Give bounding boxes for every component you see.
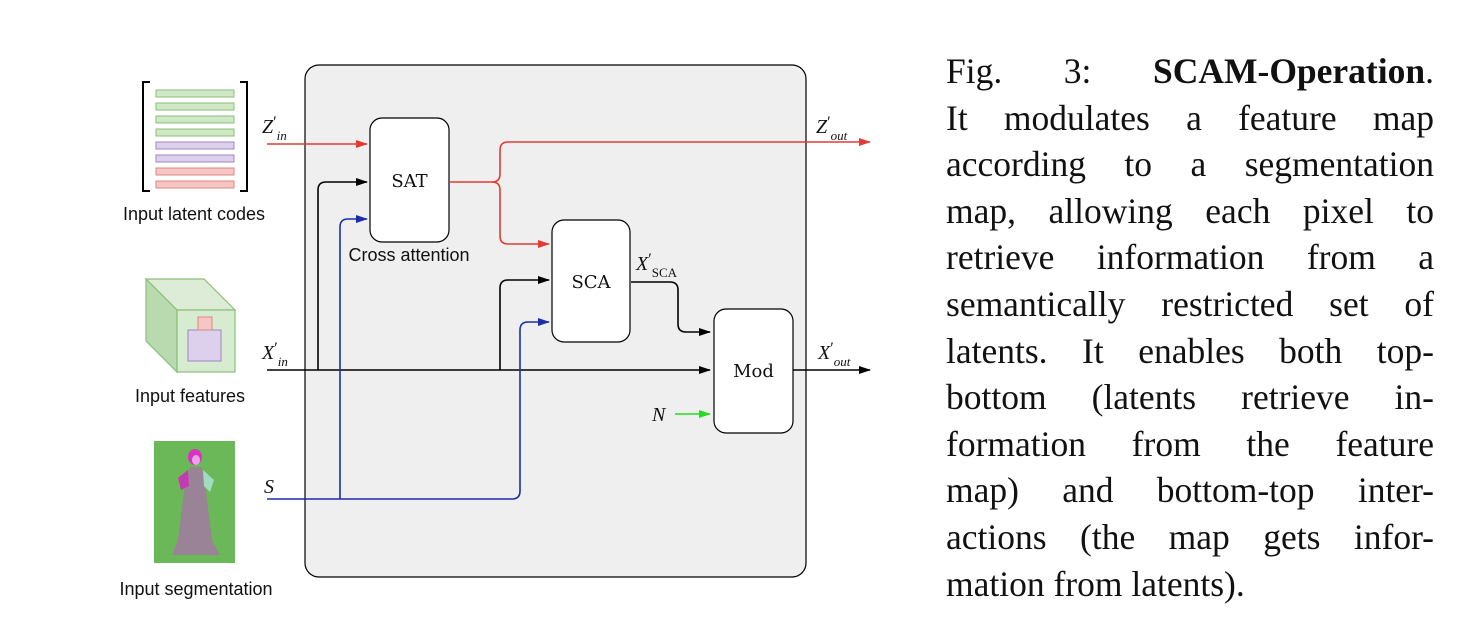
x-in-label: X′in <box>261 340 288 369</box>
caption-line: map) and bottom-top inter- <box>946 470 1434 511</box>
segmentation-symbol-label: S <box>264 476 274 498</box>
caption-heading: Fig. 3: SCAM-Operation. <box>946 51 1434 91</box>
s-to-sat-line <box>339 215 368 499</box>
mod-block <box>713 308 794 434</box>
sca-block <box>551 219 631 343</box>
z-in-label: Z′in <box>262 114 287 143</box>
caption-line: It modulates a feature map <box>946 97 1434 138</box>
latent-codes-icon <box>142 81 248 192</box>
caption-fig-label: Fig. 3: <box>946 51 1092 91</box>
sat-block-label: SAT <box>391 171 427 192</box>
caption-line: map, allowing each pixel to <box>946 190 1434 231</box>
x-sca-label: X′SCA <box>635 251 678 280</box>
sat-to-z-out-line <box>450 138 871 183</box>
input-features-icon <box>144 277 237 374</box>
sat-block <box>369 117 450 243</box>
sca-block-label: SCA <box>571 272 611 293</box>
x-out-label: X′out <box>817 340 851 369</box>
sca-to-mod-line <box>631 281 711 336</box>
input-latent-codes-label: Input latent codes <box>123 204 265 224</box>
caption-line: formation from the feature <box>946 423 1434 464</box>
caption-line: retrieve information from a <box>946 237 1434 278</box>
z-out-label: Z′out <box>816 114 848 143</box>
caption-title: SCAM-Operation <box>1152 51 1426 91</box>
sat-caption: Cross attention <box>348 245 469 265</box>
noise-label: N <box>651 404 667 426</box>
sat-to-sca-line <box>491 181 550 248</box>
mod-block-label: Mod <box>733 361 774 382</box>
x-in-to-sat-line <box>317 178 368 370</box>
figure-caption: Fig. 3: SCAM-Operation. It modulates a f… <box>946 48 1434 607</box>
caption-line: according to a segmentation <box>946 144 1434 185</box>
caption-line: semantically restricted set of <box>946 283 1434 324</box>
caption-line: latents. It enables both top- <box>946 330 1434 371</box>
input-segmentation-label: Input segmentation <box>119 579 272 599</box>
input-features-label: Input features <box>135 386 245 406</box>
caption-line: mation from latents). <box>946 563 1245 604</box>
s-to-sca-line <box>267 318 550 500</box>
input-segmentation-icon <box>154 441 235 563</box>
caption-line: bottom (latents retrieve in- <box>946 377 1434 418</box>
x-in-to-sca-line <box>499 276 550 370</box>
caption-line: actions (the map gets infor- <box>946 516 1434 557</box>
